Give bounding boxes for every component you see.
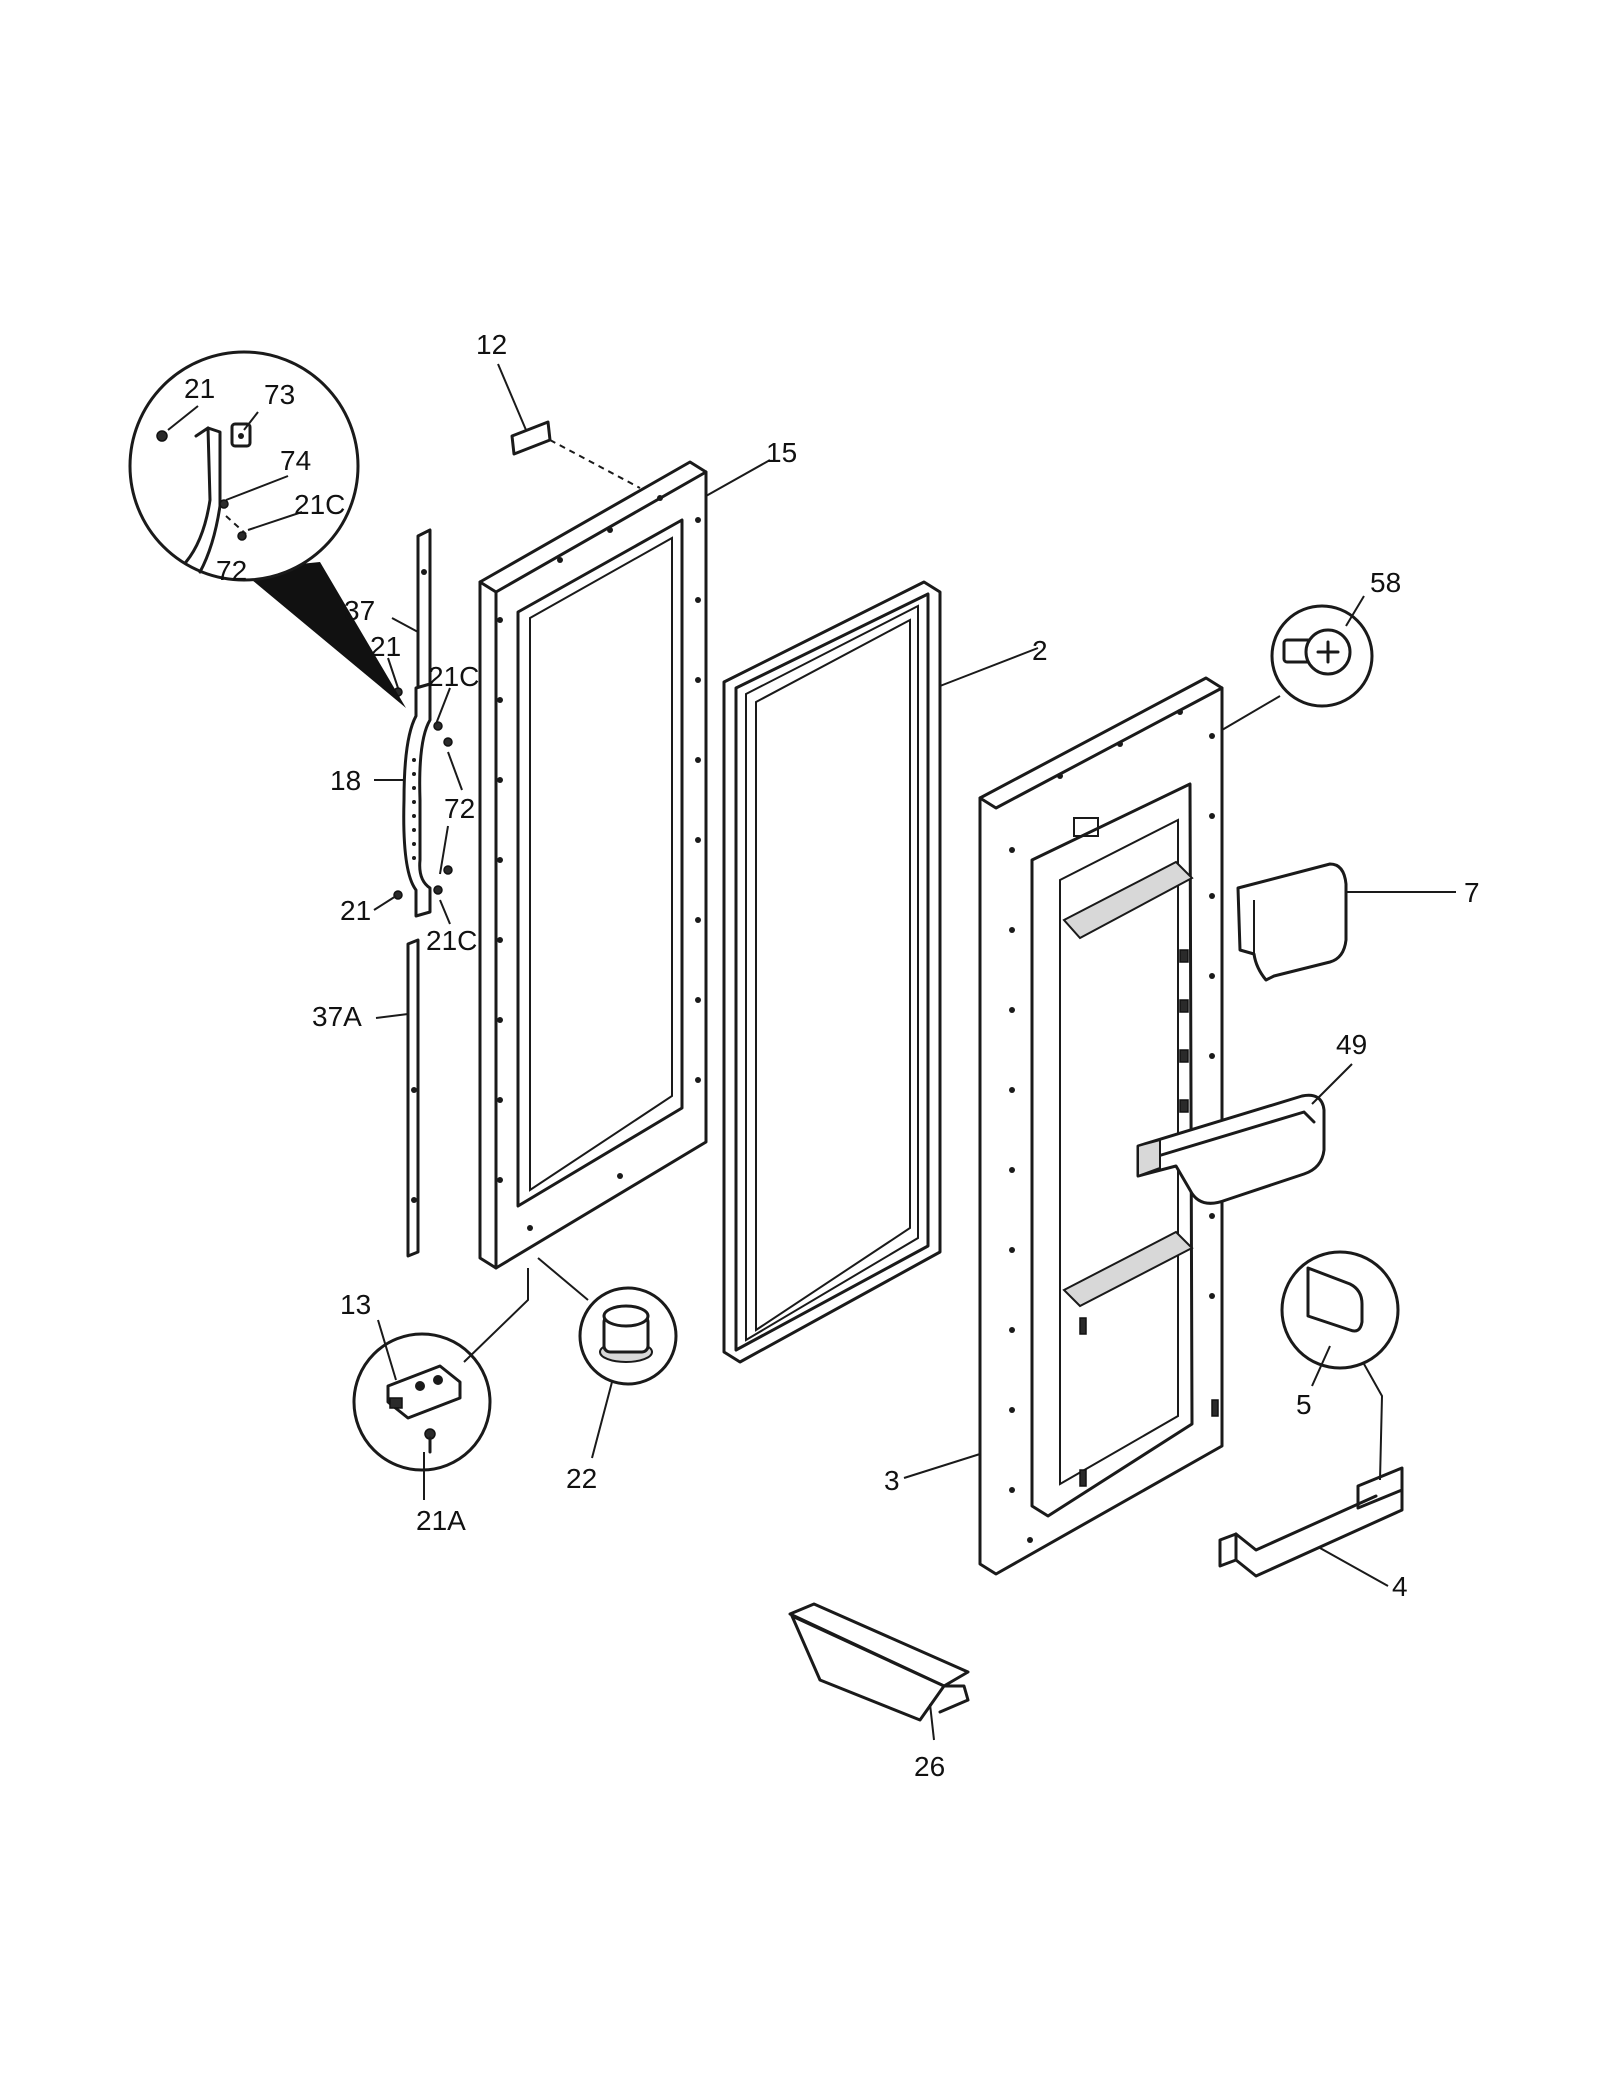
- callout-74: 74: [280, 445, 311, 476]
- door-stop-inset: [578, 1286, 678, 1386]
- callout-21c-top: 21C: [428, 661, 479, 692]
- hinge-detail-inset: [352, 1332, 492, 1472]
- callout-4: 4: [1392, 1571, 1408, 1602]
- callout-58: 58: [1370, 567, 1401, 598]
- dairy-door-cover: [1236, 862, 1348, 982]
- callout-26: 26: [914, 1751, 945, 1782]
- callout-72-detail: 72: [216, 555, 247, 586]
- callout-22: 22: [566, 1463, 597, 1494]
- bin-end-cap-inset: [1280, 1250, 1400, 1370]
- door-bin: [1136, 1093, 1326, 1205]
- callout-21-top: 21: [370, 631, 401, 662]
- callout-49: 49: [1336, 1029, 1367, 1060]
- callout-21c-bottom: 21C: [426, 925, 477, 956]
- callout-12: 12: [476, 329, 507, 360]
- callout-13: 13: [340, 1289, 371, 1320]
- door-outer-panel: [478, 460, 708, 1270]
- callout-73: 73: [264, 379, 295, 410]
- callout-18: 18: [330, 765, 361, 796]
- bottom-bin: [788, 1602, 970, 1722]
- door-gasket: [722, 580, 942, 1364]
- callout-21-bottom: 21: [340, 895, 371, 926]
- callout-37a: 37A: [312, 1001, 362, 1032]
- callout-21a: 21A: [416, 1505, 466, 1536]
- callout-72: 72: [444, 793, 475, 824]
- leader-lines: [167, 363, 1456, 1741]
- model-label: [510, 420, 552, 456]
- handle-detail-inset: [128, 350, 406, 708]
- handle-trim-lower: [406, 938, 420, 1258]
- door-liner: [978, 676, 1224, 1576]
- callout-15: 15: [766, 437, 797, 468]
- callout-5: 5: [1296, 1389, 1312, 1420]
- callout-2: 2: [1032, 635, 1048, 666]
- callout-21-detail: 21: [184, 373, 215, 404]
- screw-detail-inset: [1270, 604, 1374, 708]
- door-shelf-bar: [1218, 1466, 1404, 1578]
- callout-7: 7: [1464, 877, 1480, 908]
- callout-21c-detail: 21C: [294, 489, 345, 520]
- callout-3: 3: [884, 1465, 900, 1496]
- door-handle: [393, 682, 453, 918]
- callout-37: 37: [344, 595, 375, 626]
